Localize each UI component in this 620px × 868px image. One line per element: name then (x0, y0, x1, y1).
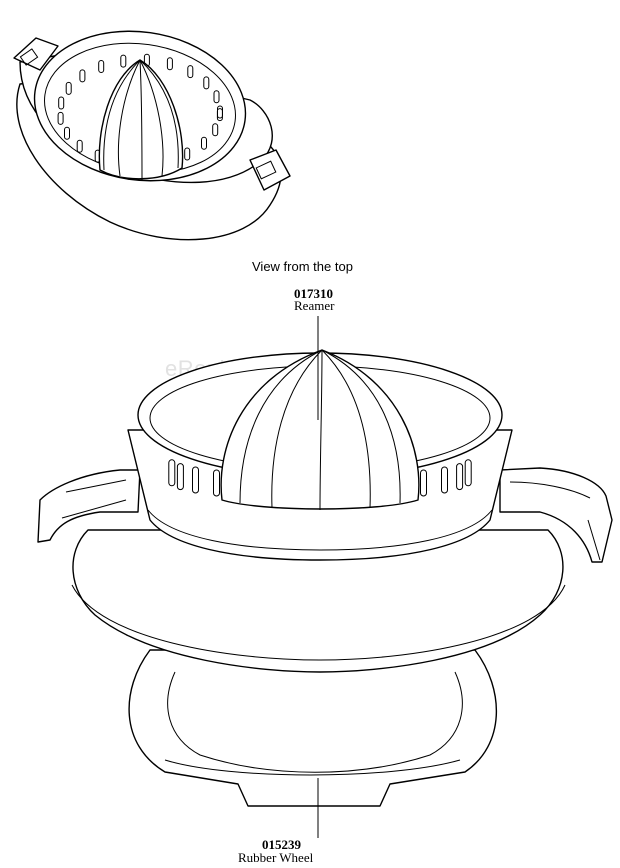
strainer-slot (456, 463, 464, 491)
reamer-part-number: 017310 (294, 286, 333, 301)
strainer-slot (420, 469, 427, 497)
strainer-slot (213, 469, 220, 497)
strainer-slot (176, 463, 184, 491)
strainer-slot (168, 459, 176, 487)
strainer-slot (79, 69, 86, 83)
strainer-slot (120, 54, 127, 68)
strainer-slot (217, 105, 223, 119)
strainer-slot (166, 57, 173, 71)
strainer-slot (187, 65, 194, 79)
strainer-slot (212, 123, 219, 137)
strainer-slot (441, 466, 448, 494)
strainer-slot (98, 60, 105, 73)
reamer-part-name: Reamer (294, 298, 335, 313)
strainer-slot (201, 136, 207, 150)
strainer-slot (76, 139, 83, 153)
wheel-part-name: Rubber Wheel (238, 850, 314, 865)
strainer-slot (213, 90, 220, 104)
strainer-slot (203, 76, 210, 90)
strainer-slot (464, 459, 472, 487)
wheel-part-number: 015239 (262, 837, 301, 852)
strainer-slot (58, 96, 65, 110)
strainer-slot (65, 81, 72, 95)
strainer-slot (64, 126, 70, 140)
strainer-slot (192, 466, 199, 494)
strainer-slot (184, 147, 191, 161)
strainer-slot (57, 111, 64, 125)
top-view-caption: View from the top (252, 259, 353, 274)
